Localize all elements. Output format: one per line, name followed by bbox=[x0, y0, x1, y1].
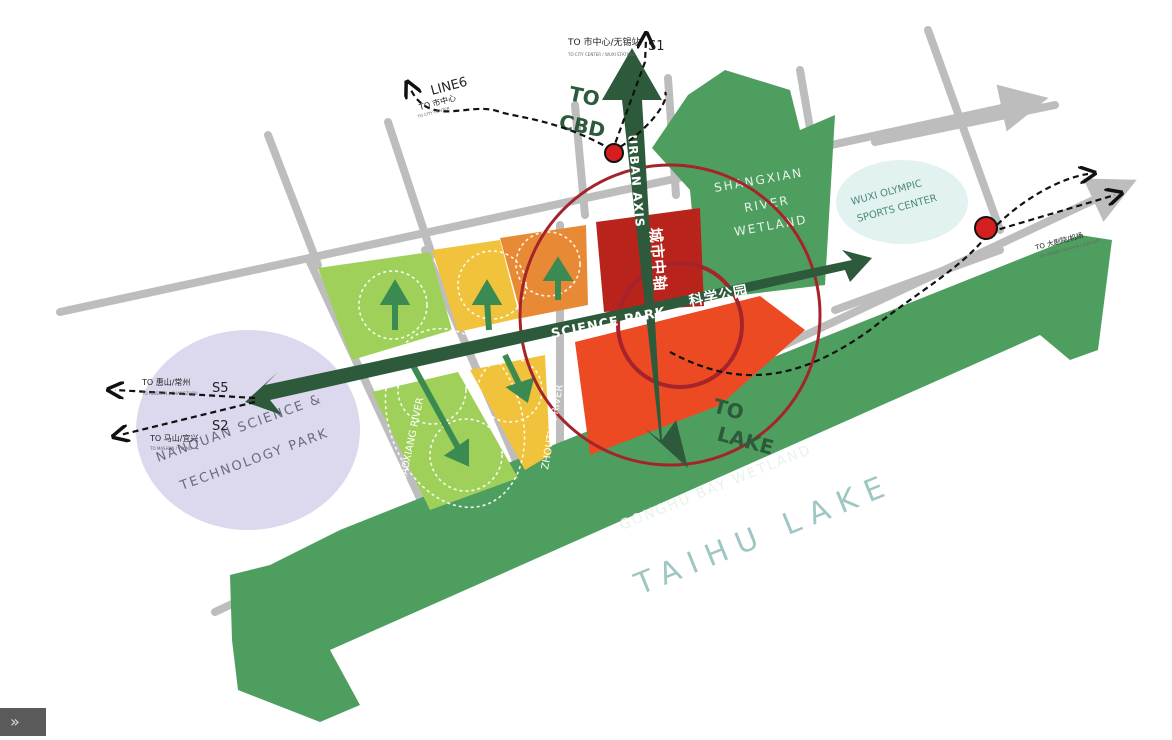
main-axes bbox=[245, 48, 872, 468]
gonghu-wetland-band bbox=[230, 235, 1112, 722]
transit-routes bbox=[115, 40, 1115, 435]
science-park-axis bbox=[245, 250, 872, 415]
block-light-green-2 bbox=[372, 372, 518, 510]
s2-cn: TO 马山/宜兴 bbox=[149, 433, 198, 443]
development-blocks bbox=[318, 208, 805, 510]
s1-code: S1 bbox=[648, 39, 665, 54]
olympic-center-zone bbox=[836, 160, 968, 244]
dotted-rings bbox=[358, 231, 581, 509]
s1-en: TO CITY CENTER / WUXI STATION bbox=[567, 52, 634, 57]
chevron-right-icon: » bbox=[10, 712, 20, 731]
urban-axis-cn-label: 城市中轴 bbox=[646, 227, 670, 292]
block-yellow-1 bbox=[432, 240, 520, 332]
s5-cn: TO 惠山/常州 bbox=[141, 377, 190, 387]
urban-axis-north bbox=[602, 48, 688, 468]
s2-en: TO MASHAN / YIXING bbox=[149, 446, 192, 451]
block-light-green-1 bbox=[318, 252, 452, 360]
s5-en: TO HUISHAN / CHANGZHOU bbox=[141, 391, 198, 396]
s1-cn: TO 市中心/无锡站 bbox=[567, 36, 640, 48]
core-circle-inner bbox=[616, 261, 744, 389]
station-east bbox=[974, 216, 998, 240]
core-circle-outer bbox=[518, 163, 822, 467]
s2-code: S2 bbox=[212, 419, 229, 434]
s5-code: S5 bbox=[212, 381, 229, 396]
station-north bbox=[604, 143, 624, 163]
corner-chevron-tab[interactable]: » bbox=[0, 708, 46, 736]
to-cbd-line2: CBD bbox=[557, 109, 608, 142]
block-red-orange bbox=[575, 296, 805, 455]
local-green-arrows bbox=[379, 256, 574, 467]
